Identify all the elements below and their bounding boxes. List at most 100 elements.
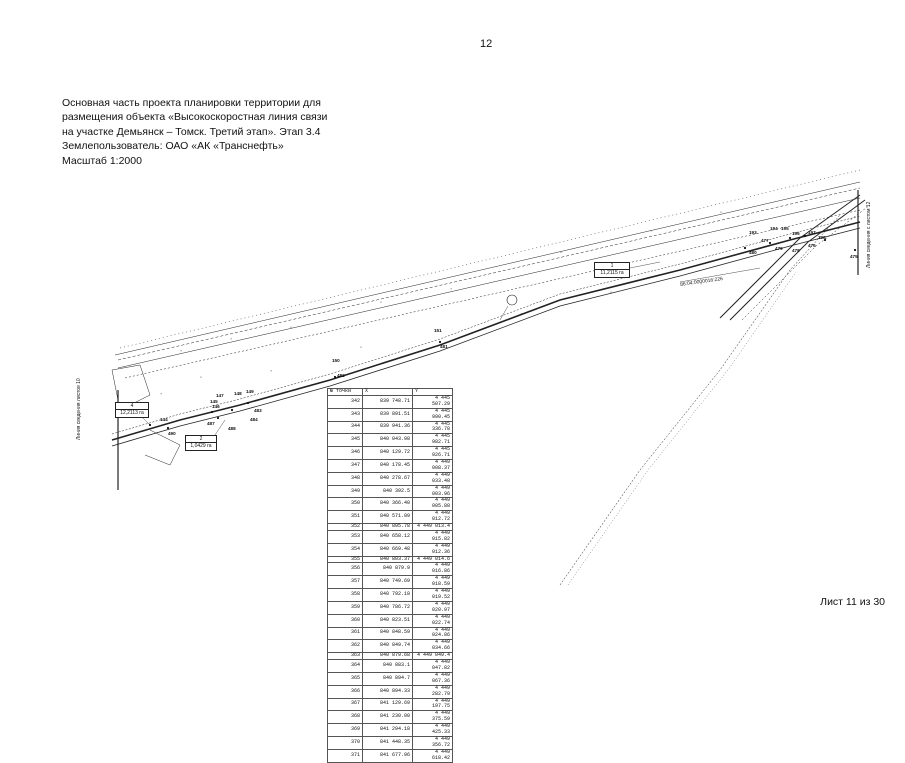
point-label: 197: [808, 230, 816, 235]
table-cell: 367: [327, 697, 363, 712]
point-label: 488: [228, 426, 236, 431]
svg-text:°: °: [360, 346, 362, 351]
table-cell: 357: [327, 575, 363, 590]
point-label: 478: [792, 248, 800, 253]
map-line: [114, 181, 861, 356]
svg-text:°: °: [290, 326, 292, 331]
header-line: Основная часть проекта планировки террит…: [62, 97, 321, 109]
column-header: № точки: [327, 388, 363, 396]
point-label: 481: [440, 344, 448, 349]
table-cell: 840 792.18: [362, 588, 413, 602]
table-cell: 840 571.09: [362, 510, 413, 525]
point-label: 196: [792, 231, 800, 236]
svg-text:∘: ∘: [230, 336, 233, 341]
table-cell: 366: [327, 684, 363, 699]
table-cell: 4 445 507.29: [412, 394, 453, 409]
table-cell: 359: [327, 600, 363, 615]
table-cell: 370: [327, 735, 363, 750]
table-cell: 351: [327, 510, 363, 525]
header-line: на участке Демьянск – Томск. Третий этап…: [62, 125, 321, 138]
table-cell: 4 449 034.66: [412, 639, 453, 654]
point-label: 482: [337, 373, 345, 378]
svg-text:∘: ∘: [180, 348, 183, 353]
table-cell: 4 449 005.88: [412, 497, 453, 512]
svg-text:∘: ∘: [450, 286, 453, 291]
point-label: 484: [250, 417, 258, 422]
table-cell: 4 445 982.71: [412, 433, 453, 448]
point-label: 483: [254, 408, 262, 413]
point-label: 479: [775, 246, 783, 251]
table-cell: 368: [327, 710, 363, 725]
table-cell: 4 449 024.86: [412, 626, 453, 641]
table-cell: 839 941.36: [362, 420, 413, 435]
table-cell: 4 449 012.36: [412, 542, 453, 557]
area-label: 4 12,2113 га: [115, 402, 149, 418]
table-cell: 4 449 022.74: [412, 613, 453, 628]
svg-text:∘: ∘: [270, 368, 273, 373]
table-cell: 840 669.48: [362, 542, 413, 557]
point-label: 193: [749, 230, 757, 235]
table-cell: 4 449 014.6: [412, 555, 453, 564]
svg-text:∘: ∘: [520, 311, 523, 316]
table-cell: 841 677.96: [362, 748, 413, 763]
table-cell: 4 449 282.79: [412, 684, 453, 699]
table-cell: 840 658.12: [362, 529, 413, 544]
table-cell: 839 891.51: [362, 407, 413, 422]
map-line: [119, 169, 861, 349]
table-cell: 363: [327, 652, 363, 661]
table-cell: 840 849.74: [362, 639, 413, 654]
point-label: 144: [160, 417, 168, 422]
table-cell: 4 449 013.4: [412, 523, 453, 531]
header-line: Землепользователь: ОАО «АК «Транснефть»: [62, 140, 284, 153]
table-cell: 841 294.18: [362, 723, 413, 737]
table-header-row: № точки X Y: [327, 388, 453, 396]
point-label: 151: [434, 328, 442, 333]
table-cell: 4 449 012.72: [412, 510, 453, 525]
table-cell: 369: [327, 723, 363, 737]
table-cell: 4 449 356.72: [412, 735, 453, 750]
crossing-road: [741, 204, 871, 321]
header-line: размещения объекта «Высокоскоростная лин…: [62, 111, 328, 124]
svg-text:°: °: [720, 211, 722, 216]
area-label: 2 1,0429 га: [185, 435, 217, 451]
point-label: 147: [216, 393, 224, 398]
table-cell: 347: [327, 458, 363, 473]
planning-map: ∘∘° °∘° ∘°° ∘°∘ °∘∘: [111, 169, 871, 586]
crossing-road: [729, 199, 866, 321]
table-cell: 841 448.35: [362, 735, 413, 750]
map-line: [124, 209, 861, 379]
table-cell: 4 449 033.48: [412, 471, 453, 486]
table-cell: 4 449 375.59: [412, 710, 453, 725]
point-label: 198: [818, 235, 826, 240]
table-cell: 4 449 003.96: [412, 484, 453, 499]
table-cell: 840 392.5: [362, 484, 413, 499]
table-cell: 840 366.40: [362, 497, 413, 512]
table-cell: 840 043.98: [362, 433, 413, 448]
map-line: [117, 187, 861, 361]
map-line: [117, 197, 861, 369]
table-cell: 353: [327, 529, 363, 544]
table-cell: 840 894.7: [362, 671, 413, 686]
table-cell: 345: [327, 433, 363, 448]
table-cell: 350: [327, 497, 363, 512]
table-cell: 4 445 990.45: [412, 407, 453, 422]
table-cell: 840 178.45: [362, 458, 413, 473]
table-cell: 840 786.72: [362, 600, 413, 615]
table-cell: 365: [327, 671, 363, 686]
